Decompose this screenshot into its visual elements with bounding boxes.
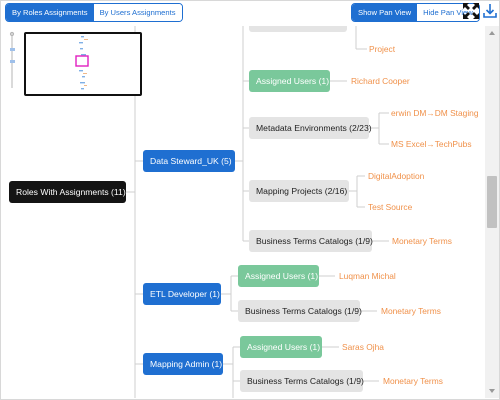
metadata-environments-node[interactable]: Metadata Environments (2/23): [249, 117, 372, 139]
pan-view-minimap[interactable]: [24, 32, 142, 96]
assigned-users-node[interactable]: Assigned Users (1): [249, 70, 330, 92]
zoom-slider-track[interactable]: [9, 30, 23, 90]
assigned-users-node[interactable]: Assigned Users (1): [240, 336, 322, 358]
leaf-item[interactable]: Monetary Terms: [392, 236, 452, 246]
leaf-item[interactable]: DigitalAdoption: [368, 171, 425, 181]
leaf-item[interactable]: Monetary Terms: [381, 306, 441, 316]
minimap-viewport-indicator[interactable]: [75, 55, 89, 67]
fit-screen-icon[interactable]: [462, 2, 480, 20]
tab-by-users[interactable]: By Users Assignments: [93, 4, 182, 21]
leaf-item[interactable]: Project: [369, 44, 396, 54]
business-terms-catalogs-node[interactable]: Business Terms Catalogs (1/9): [240, 370, 364, 392]
zoom-slider[interactable]: [9, 30, 23, 90]
toolbar: By Roles Assignments By Users Assignment…: [0, 0, 500, 26]
role-node-etl-developer[interactable]: ETL Developer (1): [143, 283, 221, 305]
leaf-item[interactable]: Saras Ojha: [342, 342, 384, 352]
assignment-tree-canvas[interactable]: Project Roles With Assignments (11) Data…: [1, 26, 485, 398]
vertical-scrollbar[interactable]: [485, 26, 499, 398]
tab-by-roles[interactable]: By Roles Assignments: [6, 4, 94, 21]
leaf-item[interactable]: Luqman Michal: [339, 271, 396, 281]
leaf-item[interactable]: Monetary Terms: [383, 376, 443, 386]
mapping-projects-node[interactable]: Mapping Projects (2/16): [249, 180, 349, 202]
leaf-item[interactable]: MS Excel→TechPubs: [391, 139, 472, 149]
scroll-up-arrow-icon[interactable]: [488, 30, 496, 36]
download-icon[interactable]: [482, 2, 498, 20]
leaf-item[interactable]: Richard Cooper: [351, 76, 410, 86]
assigned-users-node[interactable]: Assigned Users (1): [238, 265, 319, 287]
business-terms-catalogs-node[interactable]: Business Terms Catalogs (1/9): [249, 230, 373, 252]
role-node-mapping-admin[interactable]: Mapping Admin (1): [143, 353, 223, 375]
minimap-preview: [75, 36, 89, 90]
root-node[interactable]: Roles With Assignments (11): [9, 181, 126, 203]
business-terms-catalogs-node[interactable]: Business Terms Catalogs (1/9): [238, 300, 362, 322]
leaf-item[interactable]: Test Source: [368, 202, 413, 212]
leaf-item[interactable]: erwin DM→DM Staging: [391, 108, 479, 118]
role-node-data-steward[interactable]: Data Steward_UK (5): [143, 150, 235, 172]
scroll-down-arrow-icon[interactable]: [488, 388, 496, 394]
pan-view-toggle: Show Pan View Hide Pan View: [351, 3, 480, 22]
show-pan-view-button[interactable]: Show Pan View: [352, 4, 418, 21]
assignment-view-toggle: By Roles Assignments By Users Assignment…: [5, 3, 183, 22]
scrollbar-thumb[interactable]: [487, 176, 497, 228]
partial-catalog-node[interactable]: [249, 26, 347, 32]
